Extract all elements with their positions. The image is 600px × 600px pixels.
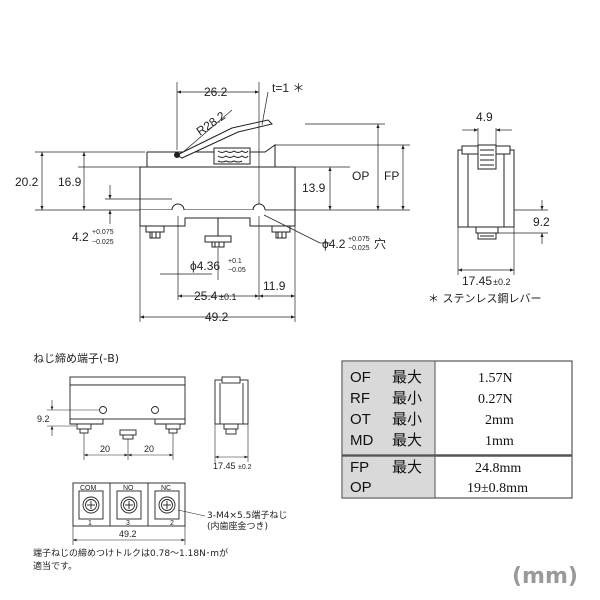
spec-rf-value: 0.27N — [478, 392, 513, 407]
spec-fp-key: FP — [350, 459, 369, 476]
dim-25-4: 25.4 — [194, 289, 218, 303]
spec-fp-qual: 最大 — [392, 459, 422, 476]
front-view-labels: 26.2 t=1 ＊ R28.2 20.2 16.9 13.9 OP FP 4.… — [15, 81, 399, 324]
front-view — [35, 82, 410, 322]
dim-fp: FP — [384, 169, 399, 183]
side-view-labels: 4.9 9.2 17.45 ±0.2 ＊ ステンレス鋼レバー — [428, 110, 550, 305]
dim-4-2: 4.2 — [72, 230, 89, 244]
terminal-no-label: NO — [123, 485, 134, 492]
dim-phi-4-36-tol-up: +0.1 — [228, 258, 242, 265]
dim-4-2-tol-up: +0.075 — [92, 229, 114, 236]
spec-rf-qual: 最小 — [392, 390, 422, 407]
screw-note-2: (内歯座金つき) — [207, 520, 268, 532]
spec-ot-qual: 最小 — [392, 411, 422, 428]
dim-20-2: 20.2 — [15, 175, 39, 189]
spec-ot-value: 2mm — [485, 413, 514, 428]
terminal-com-number: 1 — [88, 520, 92, 527]
terminal-left — [145, 225, 165, 239]
switch-body — [139, 166, 296, 211]
side-plunger — [477, 144, 497, 170]
dim-st-17-45: 17.45 — [213, 461, 236, 471]
spec-op-value: 19±0.8mm — [467, 481, 528, 496]
dim-13-9: 13.9 — [302, 181, 326, 195]
dim-st-17-45-tol: ±0.2 — [238, 464, 252, 471]
spec-table: OF 最大 1.57N RF 最小 0.27N OT 最小 2mm MD 最大 … — [341, 360, 573, 499]
dim-hole-label: 穴 — [374, 236, 386, 251]
dim-phi-4-2: ϕ4.2 — [322, 237, 346, 251]
spec-md-qual: 最大 — [392, 432, 422, 449]
screw-terminal-title: ねじ締め端子(-B) — [33, 351, 119, 365]
spec-of-value: 1.57N — [478, 371, 513, 386]
dim-26-2: 26.2 — [204, 85, 228, 99]
terminal-com — [78, 490, 104, 520]
terminal-block-labels: COM NO NC 1 3 2 49.2 3-M4×5.5端子ねじ (内歯座金つ… — [33, 485, 287, 572]
terminal-nc-number: 2 — [170, 520, 174, 527]
spec-op-key: OP — [350, 479, 372, 496]
dim-4-2-tol-dn: −0.025 — [92, 239, 114, 246]
screw-terminal-front-view — [47, 376, 186, 460]
dim-11-9: 11.9 — [263, 279, 286, 293]
unit-label: (mm) — [512, 564, 578, 589]
spec-md-key: MD — [350, 432, 373, 449]
screw-note-1: 3-M4×5.5端子ねじ — [207, 509, 287, 521]
dim-phi-4-2-tol-dn: −0.025 — [348, 245, 370, 252]
dim-49-2: 49.2 — [205, 310, 229, 324]
terminal-no-number: 3 — [126, 520, 130, 527]
screw-terminal-side-view — [214, 376, 249, 462]
side-view — [457, 128, 548, 275]
dim-phi-4-36-tol-dn: −0.05 — [228, 267, 246, 274]
dim-lever-thickness: t=1 ＊ — [272, 81, 304, 95]
actuator-lever — [175, 119, 273, 159]
spec-fp-value: 24.8mm — [475, 461, 521, 476]
dim-st-20-a: 20 — [100, 444, 110, 454]
spec-of-key: OF — [350, 369, 371, 386]
dim-17-45: 17.45 — [462, 274, 492, 288]
spec-md-value: 1mm — [485, 434, 514, 449]
spec-of-qual: 最大 — [392, 369, 422, 386]
terminal-no — [116, 490, 142, 520]
spec-rf-key: RF — [350, 390, 370, 407]
dim-phi-4-36: ϕ4.36 — [190, 259, 220, 273]
terminal-right — [271, 225, 291, 239]
terminal-block-view — [72, 482, 206, 545]
torque-note-2: 適当です。 — [33, 560, 77, 572]
screw-terminal-front-labels: 9.2 20 20 — [37, 414, 154, 454]
dim-st-20-b: 20 — [144, 444, 154, 454]
dim-op: OP — [352, 169, 369, 183]
dim-phi-4-2-tol-up: +0.075 — [348, 236, 370, 243]
dim-st-49-2: 49.2 — [119, 529, 137, 539]
dim-16-9: 16.9 — [58, 175, 82, 189]
plunger-housing — [146, 144, 276, 167]
dim-25-4-tol: ±0.1 — [219, 292, 236, 302]
dim-side-9-2: 9.2 — [533, 215, 550, 229]
dim-st-9-2: 9.2 — [37, 414, 50, 424]
lever-material-note: ＊ ステンレス鋼レバー — [428, 291, 542, 305]
terminal-nc-label: NC — [161, 485, 171, 492]
terminal-com-label: COM — [80, 485, 97, 492]
dim-17-45-tol: ±0.2 — [493, 277, 510, 287]
terminal-center — [204, 218, 232, 248]
terminal-nc — [154, 490, 180, 520]
spec-ot-key: OT — [350, 411, 371, 428]
dim-4-9: 4.9 — [476, 110, 493, 124]
torque-note-1: 端子ねじの締めつけトルクは0.78〜1.18N･mが — [33, 547, 228, 559]
